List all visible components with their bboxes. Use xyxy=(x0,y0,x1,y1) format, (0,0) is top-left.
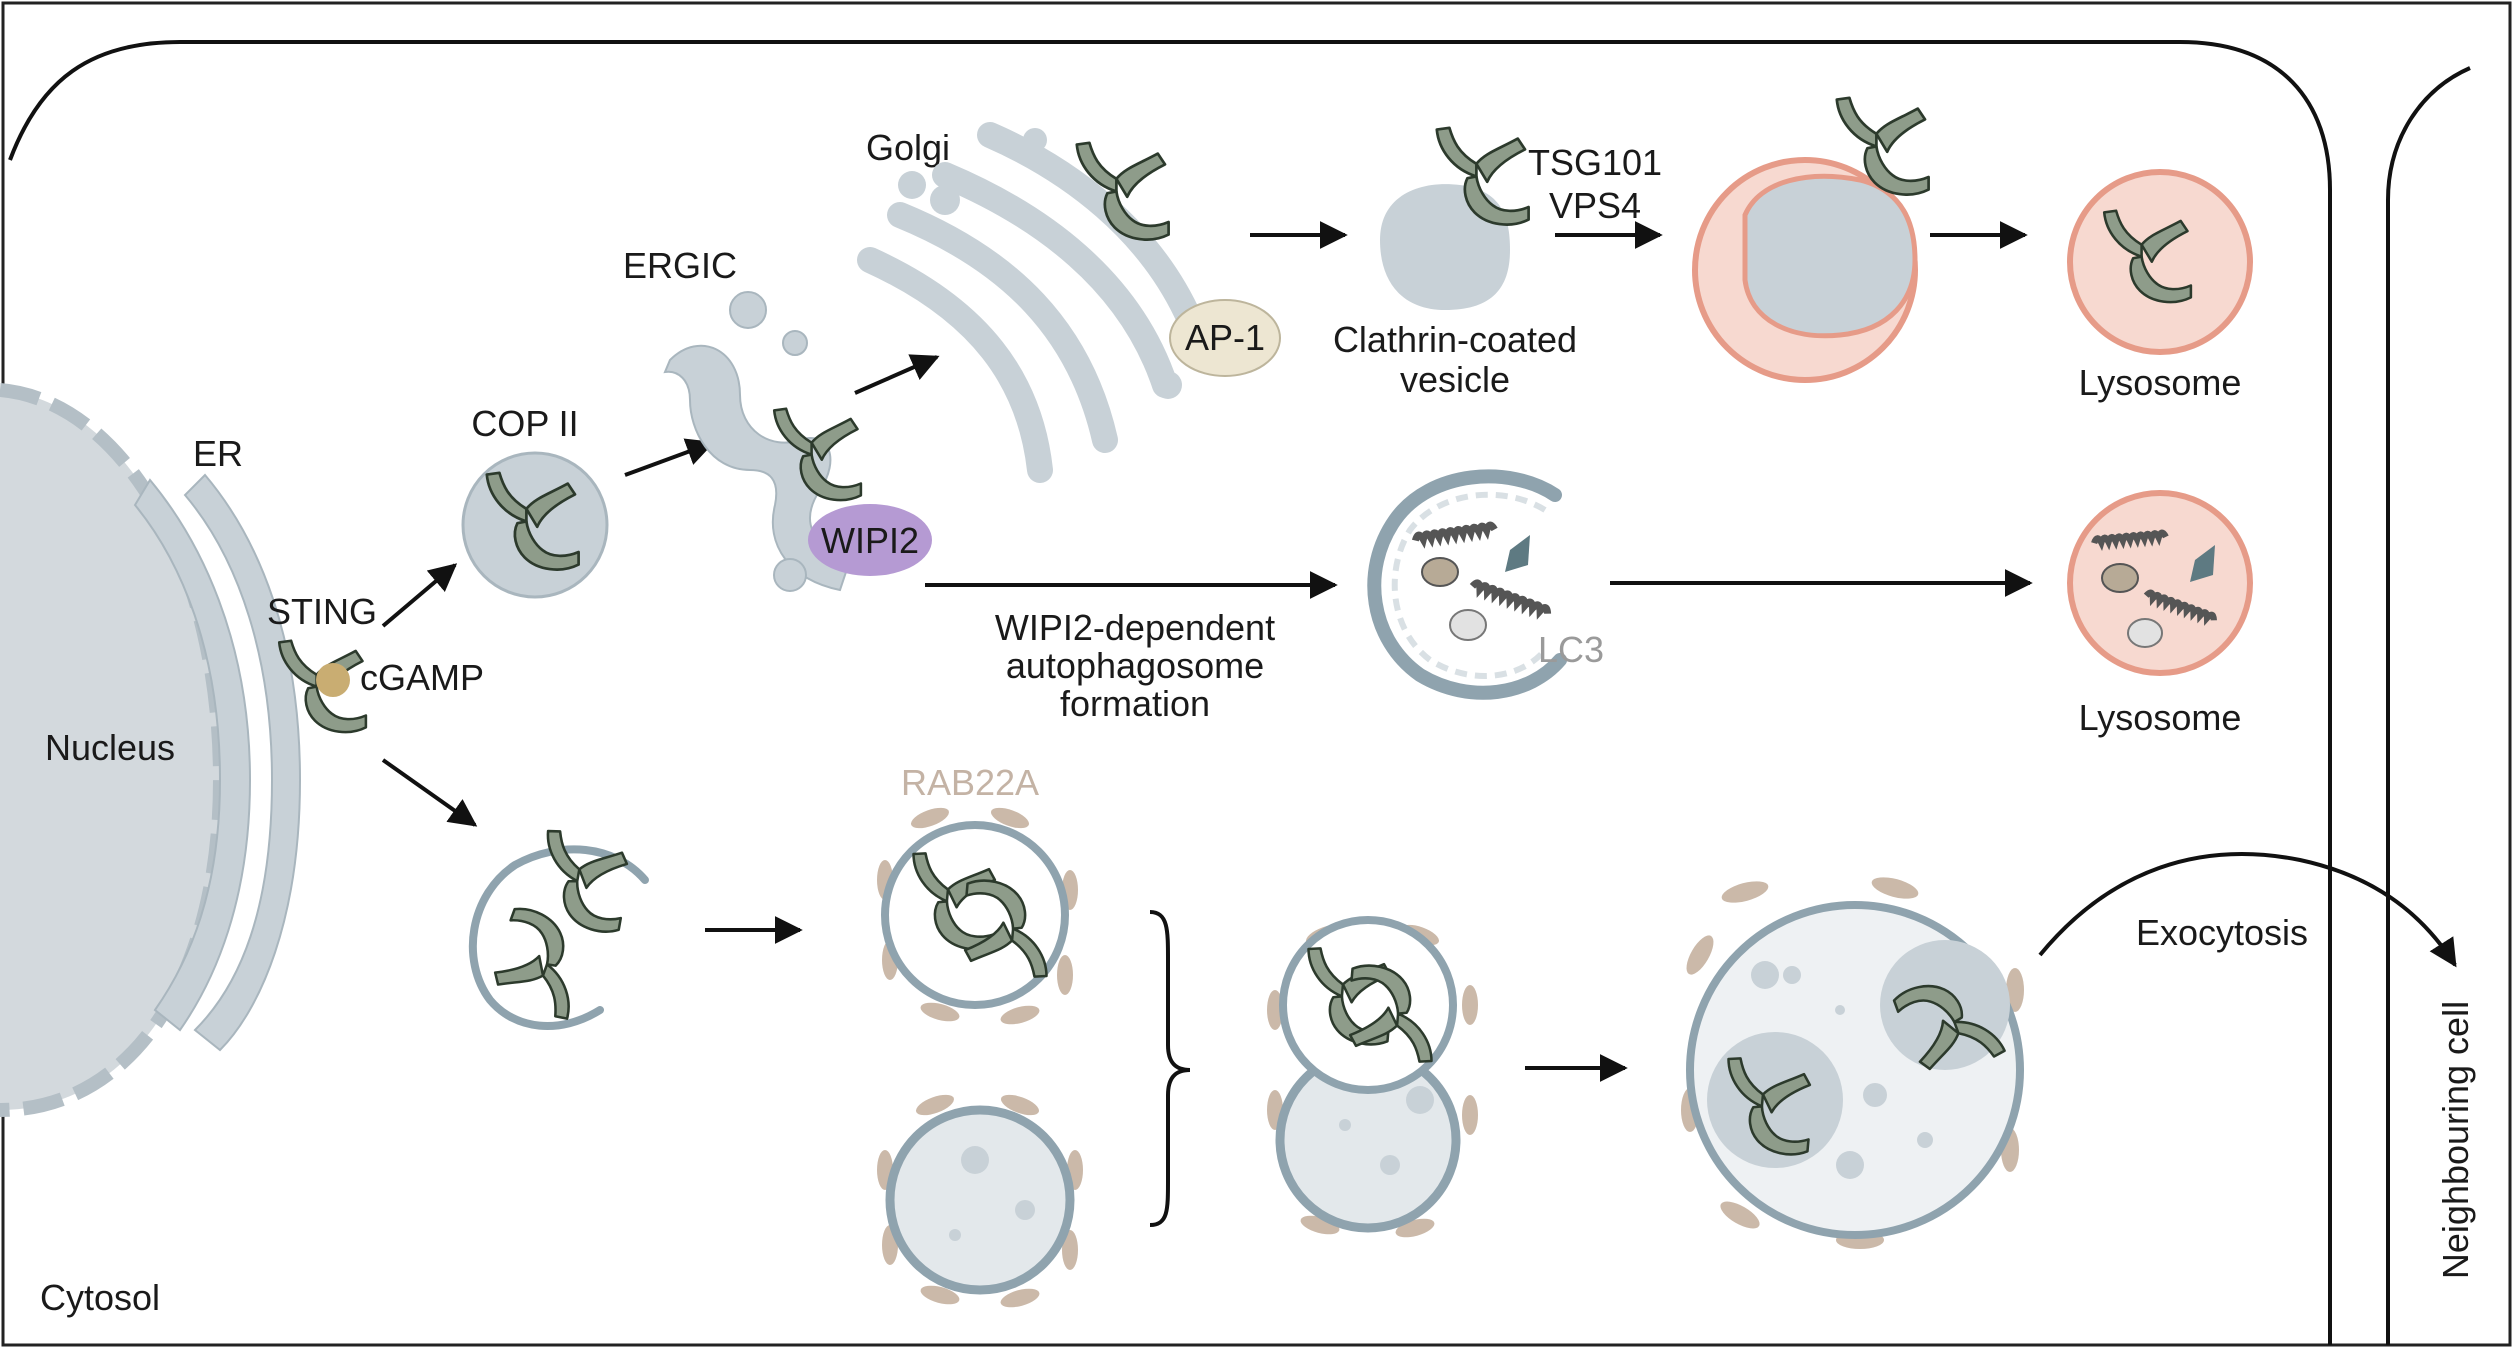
cargo-ellipse xyxy=(2101,563,2139,593)
lysosome-mid xyxy=(2067,490,2253,676)
wipi2-label: WIPI2 xyxy=(821,520,919,561)
cop2-label: COP II xyxy=(471,403,578,444)
merge-brace xyxy=(1149,910,1191,1227)
cgamp-icon xyxy=(316,663,350,697)
rab22a-label: RAB22A xyxy=(901,762,1039,803)
lysosome-top xyxy=(2067,169,2253,355)
autophagosome xyxy=(1367,469,1567,700)
multivesicular-body xyxy=(1681,877,2024,1249)
golgi xyxy=(857,122,1203,483)
arrow-icon xyxy=(624,438,715,477)
golgi-label: Golgi xyxy=(866,127,950,168)
cgamp-label: cGAMP xyxy=(360,657,484,698)
autophagy-label-3: formation xyxy=(1060,683,1210,724)
cargo-leaf xyxy=(1505,535,1530,572)
nucleus xyxy=(0,390,220,1110)
arrow-icon xyxy=(381,563,458,628)
vps4-label: VPS4 xyxy=(1549,185,1641,226)
nucleus-label: Nucleus xyxy=(45,727,175,768)
open-vesicle xyxy=(468,845,649,1030)
arrow-icon xyxy=(381,758,478,827)
lc3-label: LC3 xyxy=(1538,629,1604,670)
rab22a-vesicle xyxy=(877,807,1078,1025)
sting-label: STING xyxy=(267,591,377,632)
exocytosis-arrow xyxy=(2038,852,2457,968)
wipi2-protein xyxy=(808,504,932,576)
autophagy-label-2: autophagosome xyxy=(1006,645,1264,686)
ap1-protein xyxy=(1169,299,1281,377)
er-label: ER xyxy=(193,433,243,474)
arrow-icon xyxy=(854,354,940,395)
nuclear-envelope xyxy=(0,383,228,1117)
cargo-leaf xyxy=(2190,545,2215,582)
golgi-vesicles xyxy=(898,128,1182,399)
clathrin-label-2: vesicle xyxy=(1400,359,1510,400)
ap1-label: AP-1 xyxy=(1185,317,1265,358)
engulfed-vesicle xyxy=(1742,173,1918,339)
tsg101-label: TSG101 xyxy=(1528,142,1662,183)
clathrin-label-1: Clathrin-coated xyxy=(1333,319,1577,360)
lumen-vesicle xyxy=(877,1094,1083,1308)
lysosome-mid-label: Lysosome xyxy=(2079,697,2242,738)
neighbouring-cell-membrane xyxy=(2386,66,2471,1345)
lysosome-top-label: Lysosome xyxy=(2079,362,2242,403)
fusing-vesicles xyxy=(1267,916,1478,1238)
ergic-label: ERGIC xyxy=(623,245,737,286)
cytosol-label: Cytosol xyxy=(40,1277,160,1318)
cargo-circle xyxy=(2127,618,2163,648)
cargo-circle xyxy=(1449,609,1487,641)
neighbouring-cell-label: Neighbouring cell xyxy=(2435,1001,2476,1279)
exocytosis-label: Exocytosis xyxy=(2136,912,2308,953)
cargo-ellipse xyxy=(1421,557,1459,587)
cell-membrane xyxy=(8,40,2332,1345)
autophagy-label-1: WIPI2-dependent xyxy=(995,607,1275,648)
